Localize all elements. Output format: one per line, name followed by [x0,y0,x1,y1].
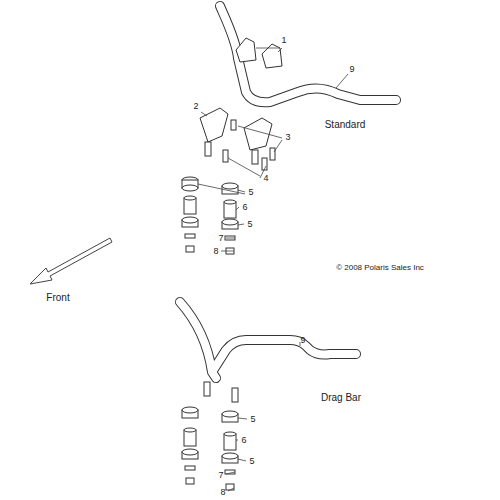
direction-label: Front [46,293,69,303]
callout-number: 2 [193,102,198,111]
callout-number: 7 [218,234,223,243]
section-title: Drag Bar [321,393,361,403]
section-title: Standard [325,120,366,130]
callout-number: 9 [300,336,305,345]
callout-number: 7 [218,471,223,480]
callout-number: 6 [242,203,247,212]
callout-number: 5 [248,188,253,197]
callout-number: 5 [250,415,255,424]
callout-number: 9 [349,65,354,74]
callout-number: 8 [213,247,218,256]
copyright-note: © 2008 Polaris Sales Inc [336,264,424,272]
callout-number: 1 [281,36,286,45]
callout-number: 4 [263,174,268,183]
callout-number: 5 [247,220,252,229]
callout-number: 8 [220,488,225,497]
callout-number: 6 [241,436,246,445]
callout-number: 5 [249,457,254,466]
callout-number: 3 [285,133,290,142]
